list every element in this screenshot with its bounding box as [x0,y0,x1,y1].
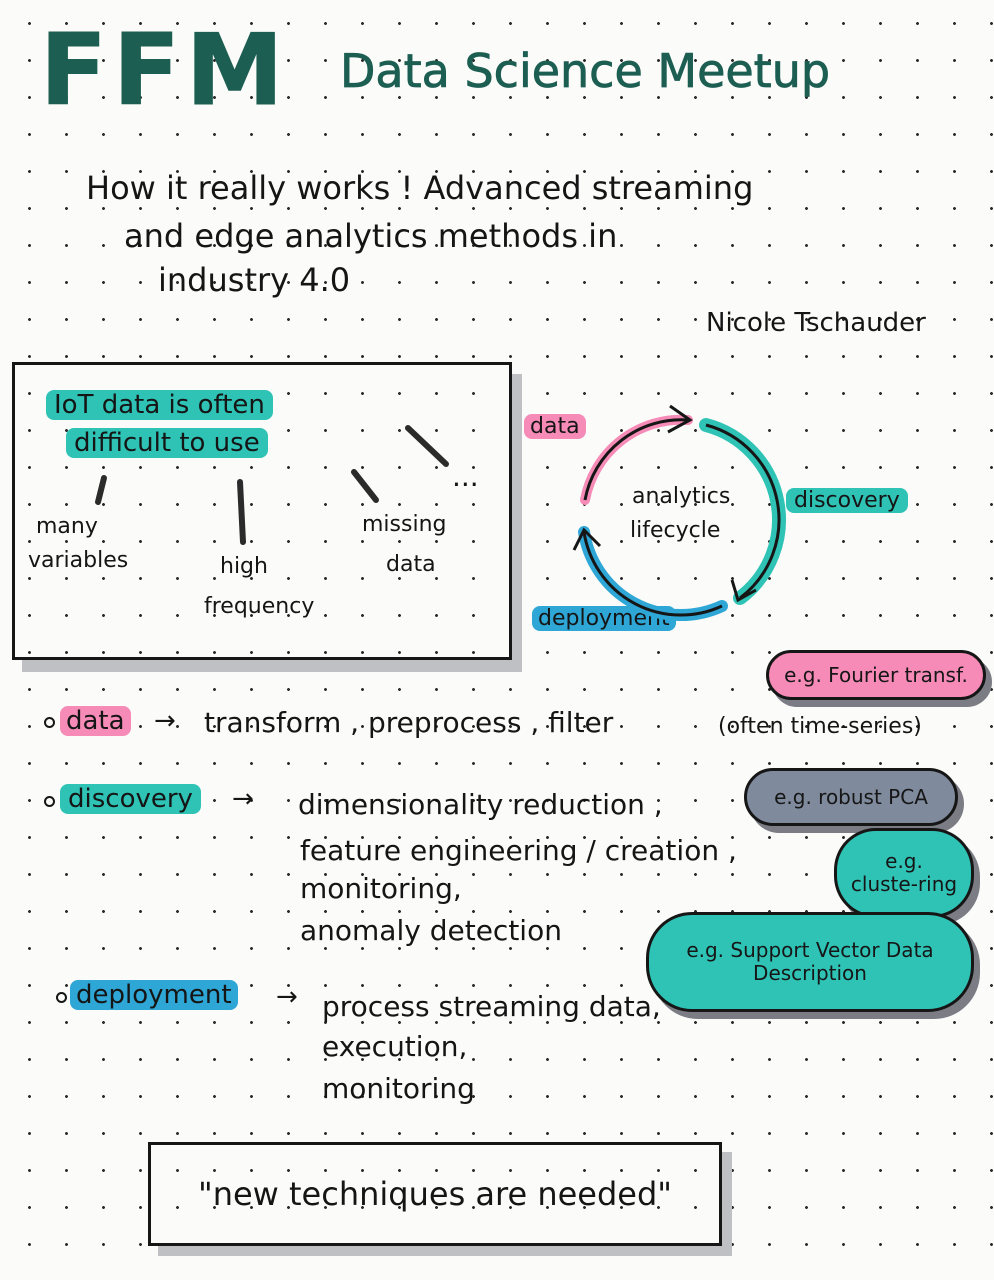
lifecycle-arc-ink-1 [583,418,689,501]
bullet-deployment-highlight: deployment [70,980,238,1010]
iot-heading-highlight-2: difficult to use [66,428,268,458]
branch-stroke-missing [351,469,379,503]
lifecycle-label-discovery: discovery [786,488,908,513]
discovery-line-1: dimensionality reduction , [298,788,663,821]
author-name: Nicole Tschauder [706,308,926,338]
bullet-data-highlight: data [60,706,131,736]
example-svdd-text: e.g. Support Vector Data Description [686,938,934,985]
lifecycle-center-line-2: lifecycle [630,518,721,543]
bullet-data-note: (often time-series) [718,714,922,739]
bullet-data-arrow: → [154,706,176,736]
example-robust-pca-text: e.g. robust PCA [774,784,928,809]
quote-text: "new techniques are needed" [197,1175,673,1213]
example-svdd-pill: e.g. Support Vector Data Description [646,912,974,1012]
branch-many: many [36,514,98,539]
branch-stroke-high [237,479,246,545]
bullet-dot-deployment [56,992,67,1003]
talk-title-line-1: How it really works ! Advanced streaming [86,169,754,207]
iot-data-box [12,362,512,660]
bullet-dot-discovery [44,796,55,807]
iot-heading-highlight-1: IoT data is often [46,390,273,420]
lifecycle-discovery-highlight: discovery [786,488,908,513]
bullet-dot-data [44,717,55,728]
lifecycle-arc-ink-3 [582,531,723,617]
branch-data: data [386,552,436,577]
lifecycle-data-highlight: data [524,414,586,439]
branch-high: high [220,554,268,579]
title-meetup: Data Science Meetup [340,44,831,98]
bullet-deployment-label: deployment [70,980,238,1010]
talk-title-line-2: and edge analytics methods in [124,217,618,255]
branch-variables: variables [28,548,129,573]
branch-stroke-many [95,475,107,505]
example-clustering-text: e.g. cluste-ring [850,849,958,896]
quote-box: "new techniques are needed" [148,1142,722,1246]
example-fourier-text: e.g. Fourier transf. [784,662,968,687]
iot-heading-line-1: IoT data is often [46,390,273,420]
deployment-line-1: process streaming data, [322,990,661,1023]
bullet-discovery-arrow: → [232,784,254,814]
branch-missing: missing [362,512,447,537]
lifecycle-arrow-head-1 [667,404,693,434]
lifecycle-arc-ink-2 [705,423,781,600]
title-ffm: FFM [39,14,290,128]
iot-ellipsis: ... [452,460,479,493]
lifecycle-arc-teal [699,418,786,605]
example-robust-pca-pill: e.g. robust PCA [744,768,958,826]
discovery-line-4: anomaly detection [300,914,562,947]
branch-frequency: frequency [204,594,315,619]
bullet-data-text: transform , preprocess , filter [204,706,614,739]
lifecycle-arrow-head-3 [572,527,602,551]
example-fourier-pill: e.g. Fourier transf. [766,650,986,700]
bullet-data-label: data [60,706,131,736]
lifecycle-center-line-1: analytics [632,484,731,509]
deployment-line-3: monitoring [322,1072,475,1105]
branch-stroke-more [405,425,449,467]
example-clustering-pill: e.g. cluste-ring [834,828,974,918]
iot-heading-line-2: difficult to use [66,428,268,458]
talk-title-line-3: industry 4.0 [158,261,351,299]
bullet-discovery-highlight: discovery [60,784,201,814]
lifecycle-arrow-head-2 [730,579,757,603]
bullet-deployment-arrow: → [276,982,298,1012]
lifecycle-arc-blue [578,526,728,622]
discovery-line-2: feature engineering / creation , [300,834,737,867]
deployment-line-2: execution, [322,1030,468,1063]
bullet-discovery-label: discovery [60,784,201,814]
lifecycle-label-data: data [524,414,586,439]
discovery-line-3: monitoring, [300,872,462,905]
